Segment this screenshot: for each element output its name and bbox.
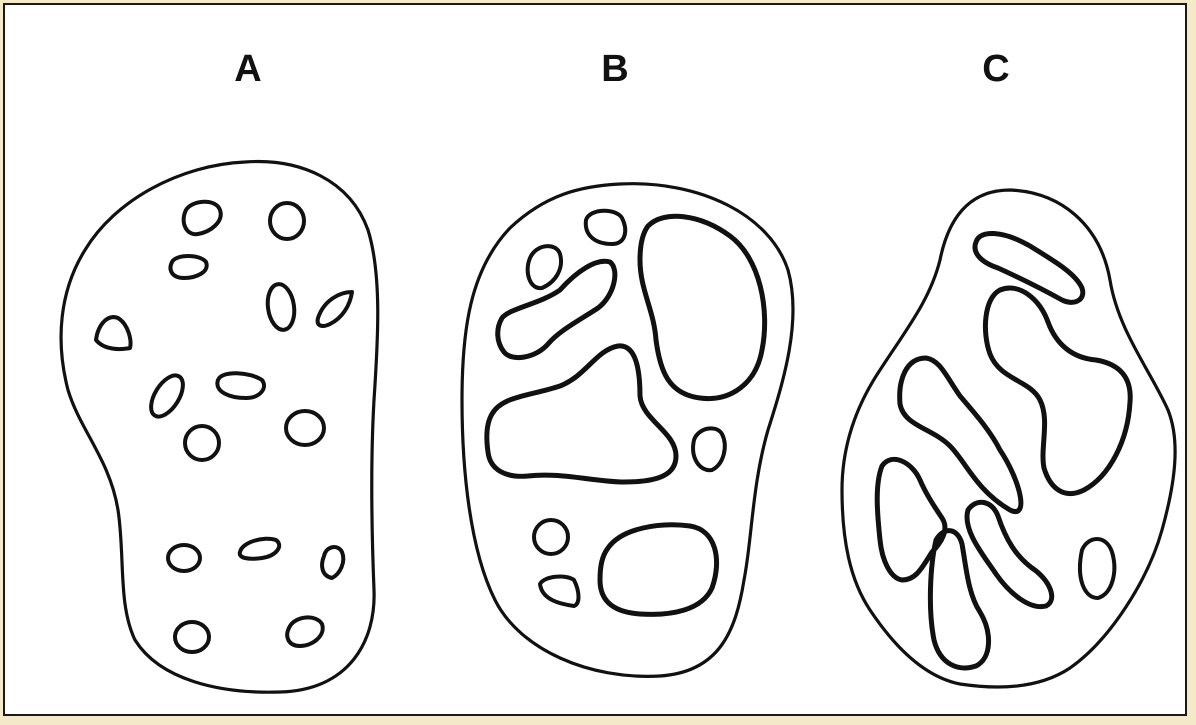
shape-b — [462, 184, 793, 677]
shape-c-hole — [900, 358, 1021, 512]
shape-c-hole — [967, 502, 1052, 606]
shape-b-hole — [600, 525, 717, 615]
shape-a-outline — [61, 162, 378, 693]
shape-a-hole — [171, 256, 207, 278]
shape-a-hole — [184, 202, 221, 234]
shape-a-hole — [96, 317, 131, 349]
shape-a-hole — [168, 545, 200, 571]
shape-c-hole — [1080, 539, 1114, 598]
shape-b-hole — [534, 520, 568, 554]
shape-a-hole — [240, 539, 279, 559]
shape-b-hole — [586, 211, 625, 244]
shape-a-hole — [287, 617, 322, 646]
shape-a-hole — [217, 373, 264, 398]
shape-a-hole — [270, 203, 304, 239]
shape-a-hole — [318, 292, 352, 326]
shape-b-outline — [462, 184, 793, 677]
shape-a — [61, 162, 378, 693]
shape-a-hole — [322, 547, 343, 578]
shape-b-hole — [528, 246, 561, 288]
shape-c — [842, 190, 1175, 687]
shape-a-hole — [175, 622, 209, 652]
shape-a-hole — [265, 282, 297, 331]
shape-a-hole — [145, 370, 190, 422]
shape-b-hole — [693, 428, 725, 470]
shape-b-hole — [640, 216, 765, 398]
shape-a-hole — [185, 426, 219, 460]
shape-b-hole — [540, 577, 579, 606]
shape-b-hole — [487, 346, 676, 482]
shape-a-hole — [286, 411, 324, 445]
